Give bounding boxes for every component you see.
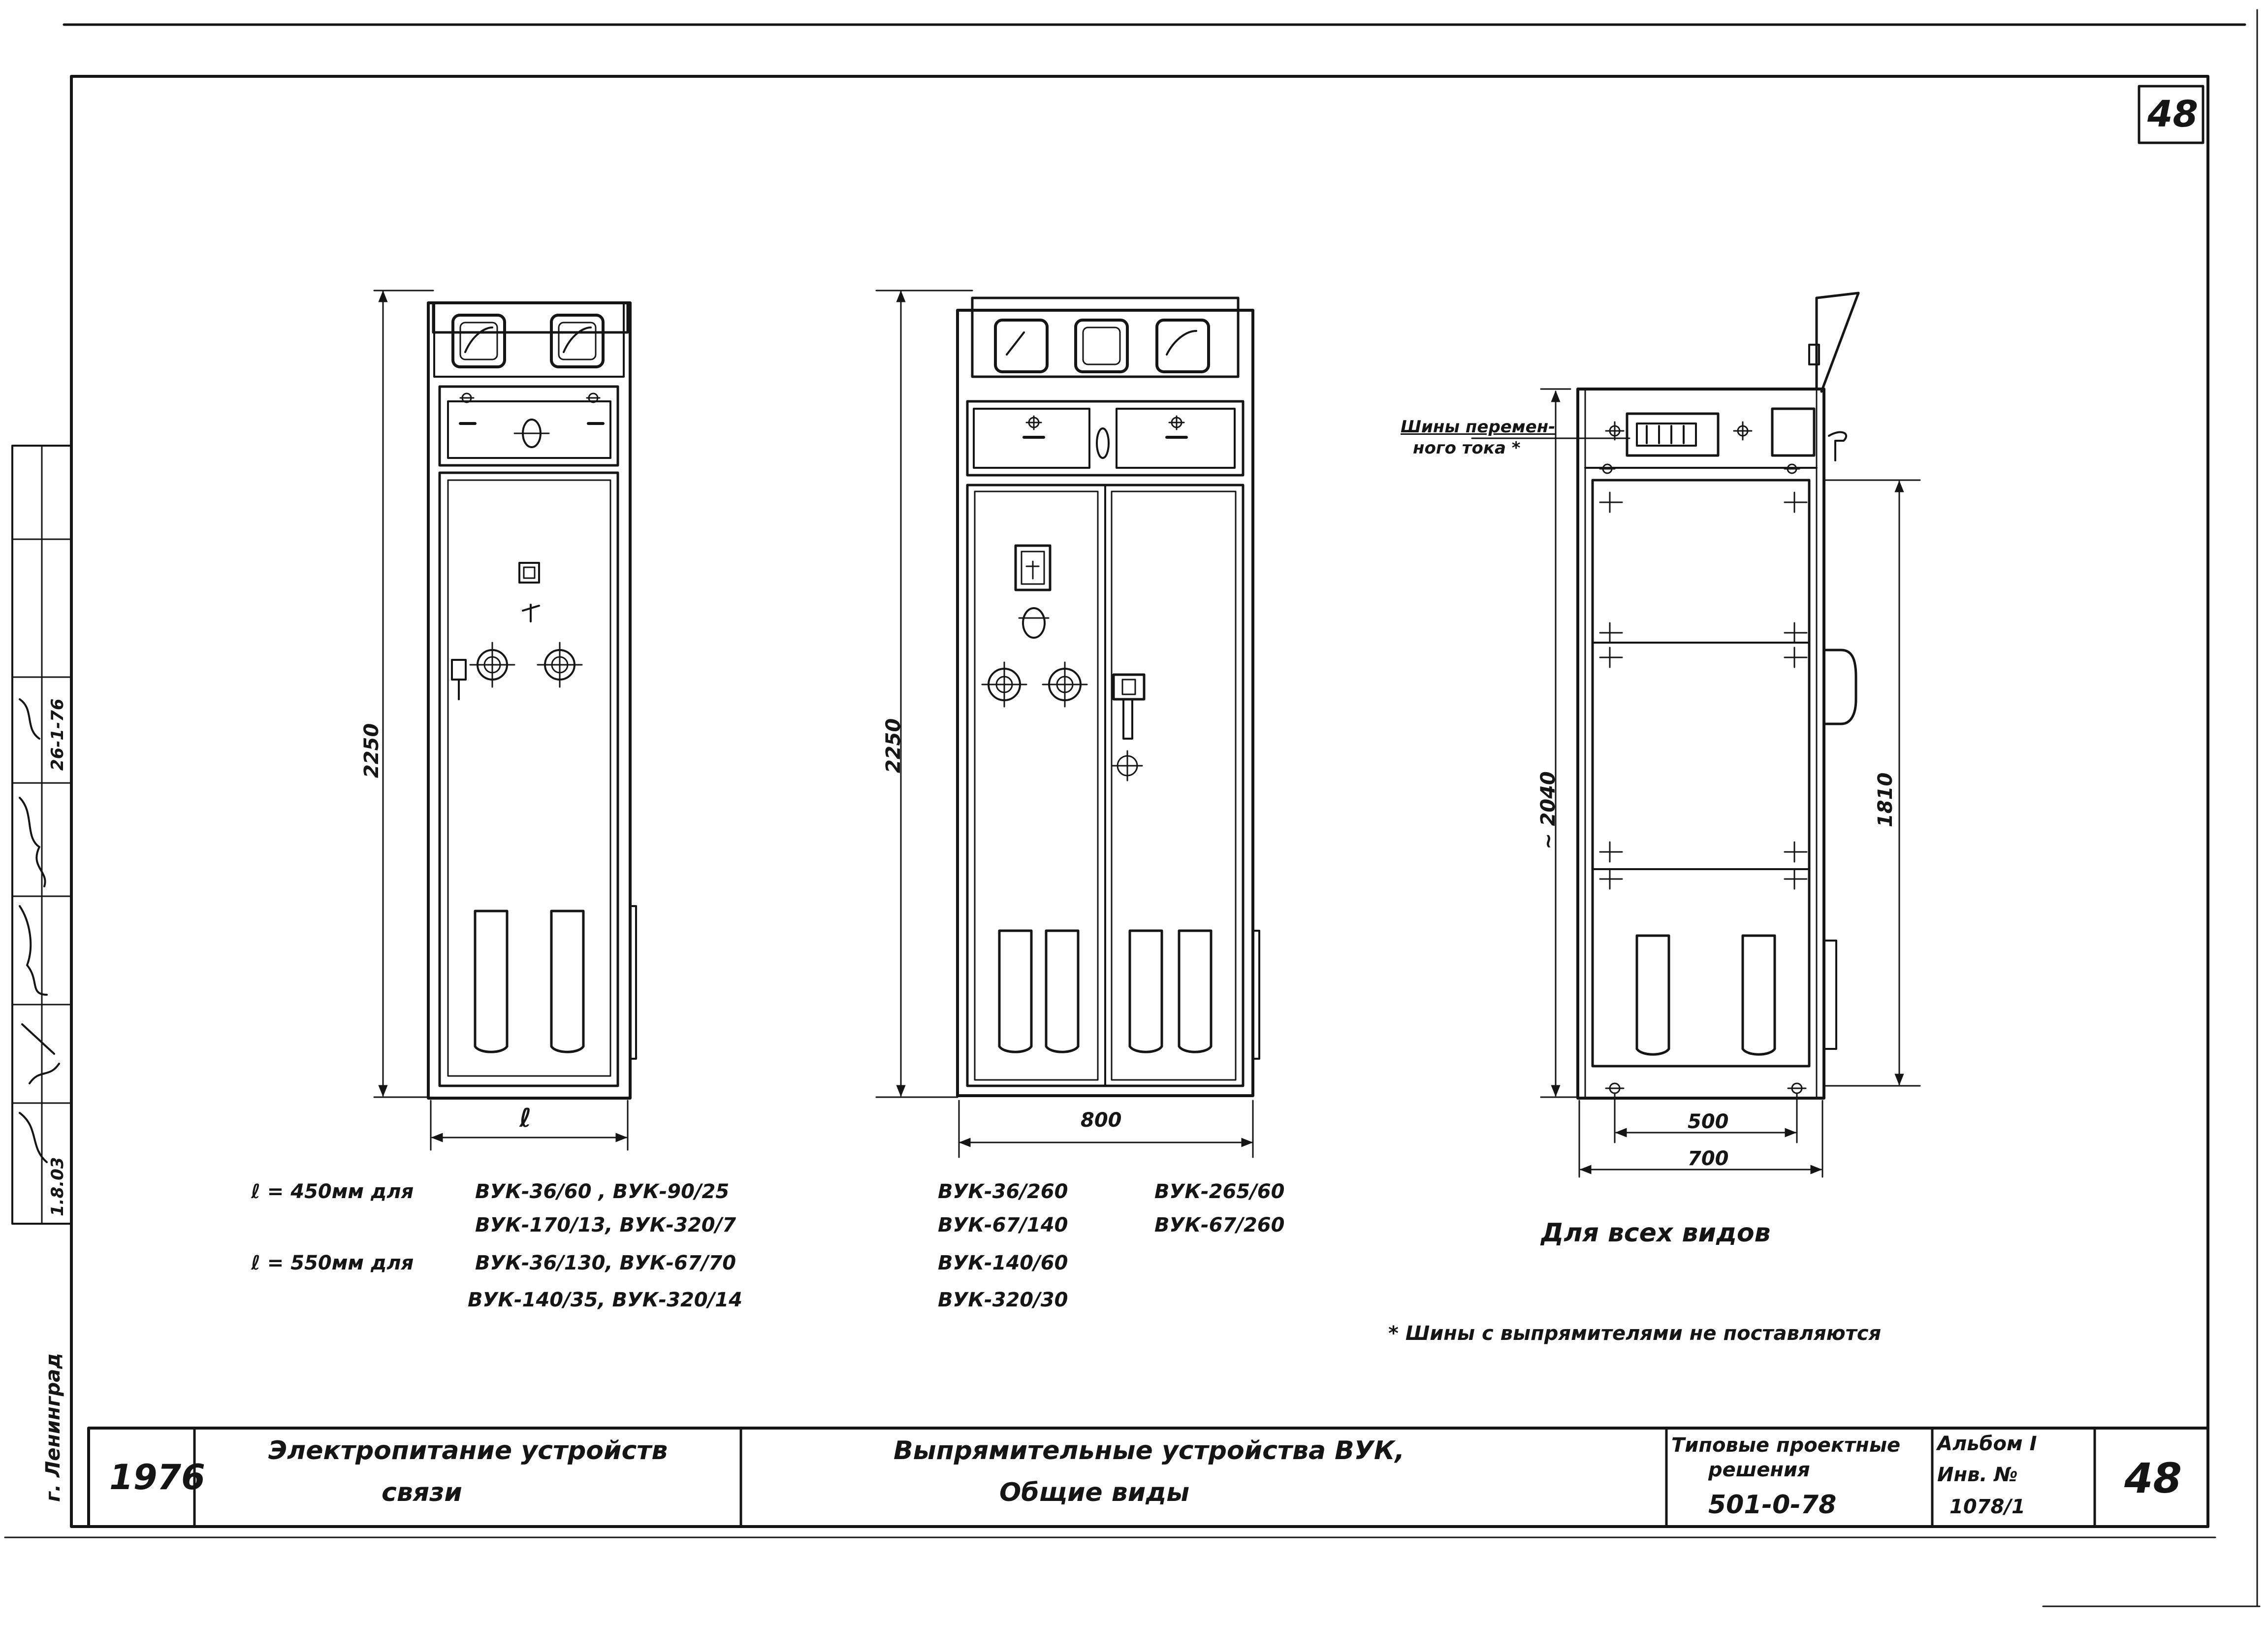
middle-width-dimension: 800 [1081,1109,1122,1132]
middle-height-dimension: 2250 [882,718,905,773]
title-block-subject-line-1: Электропитание устройств [268,1436,668,1465]
title-block-title-line-1: Выпрямительные устройства ВУК, [894,1436,1405,1465]
page-number-corner: 48 [2147,93,2198,135]
city-label: г. Ленинград [42,1353,64,1502]
title-block-inv-number: 1078/1 [1949,1496,2025,1518]
page-number-box [2138,85,2204,144]
left-height-dimension: 2250 [360,723,383,778]
right-total-height-dimension: ~ 2040 [1537,771,1560,849]
right-cabinet-drawing [1471,292,1921,1178]
title-block [87,1427,2209,1528]
right-inner-height-dimension: 1810 [1874,772,1897,827]
left-caption-line-4-models: ВУК-140/35, ВУК-320/14 [468,1289,742,1311]
middle-cabinet-drawing [875,290,1260,1158]
footnote: * Шины с выпрямителями не поставляются [1388,1322,1882,1345]
title-block-series-line-2: решения [1708,1459,1810,1481]
right-view-caption: Для всех видов [1541,1218,1771,1248]
left-caption-line-2-models: ВУК-170/13, ВУК-320/7 [475,1214,736,1237]
stamp-date-1: 26-1-76 [48,698,67,771]
left-caption-line-1-prefix: ℓ = 450мм для [251,1180,414,1203]
title-block-series-line-1: Типовые проектные [1671,1434,1901,1457]
title-block-inv-label: Инв. № [1937,1464,2018,1486]
busbar-label-line-1: Шины перемен- [1401,417,1556,437]
title-block-title-line-2: Общие виды [999,1478,1190,1507]
left-caption-line-3-prefix: ℓ = 550мм для [251,1252,414,1274]
left-cabinet-drawing [373,290,637,1151]
middle-model-4: ВУК-320/30 [938,1289,1068,1311]
title-block-sheet-number: 48 [2124,1454,2182,1502]
title-block-series-code: 501-0-78 [1708,1490,1837,1520]
middle-model-5: ВУК-265/60 [1154,1180,1285,1203]
right-outer-width-dimension: 700 [1688,1147,1729,1170]
stamp-date-2: 1.8.03 [48,1157,67,1216]
middle-model-3: ВУК-140/60 [938,1252,1068,1274]
title-block-year: 1976 [109,1457,205,1498]
title-block-album: Альбом I [1937,1433,2037,1455]
left-caption-line-3-models: ВУК-36/130, ВУК-67/70 [475,1252,736,1274]
middle-model-1: ВУК-36/260 [938,1180,1068,1203]
middle-model-6: ВУК-67/260 [1154,1214,1285,1237]
right-inner-width-dimension: 500 [1688,1110,1729,1133]
busbar-label-line-2: ного тока * [1413,438,1521,458]
left-width-dimension: ℓ [519,1104,532,1133]
title-block-subject-line-2: связи [382,1478,462,1507]
left-caption-line-1-models: ВУК-36/60 , ВУК-90/25 [475,1180,730,1203]
middle-model-2: ВУК-67/140 [938,1214,1068,1237]
